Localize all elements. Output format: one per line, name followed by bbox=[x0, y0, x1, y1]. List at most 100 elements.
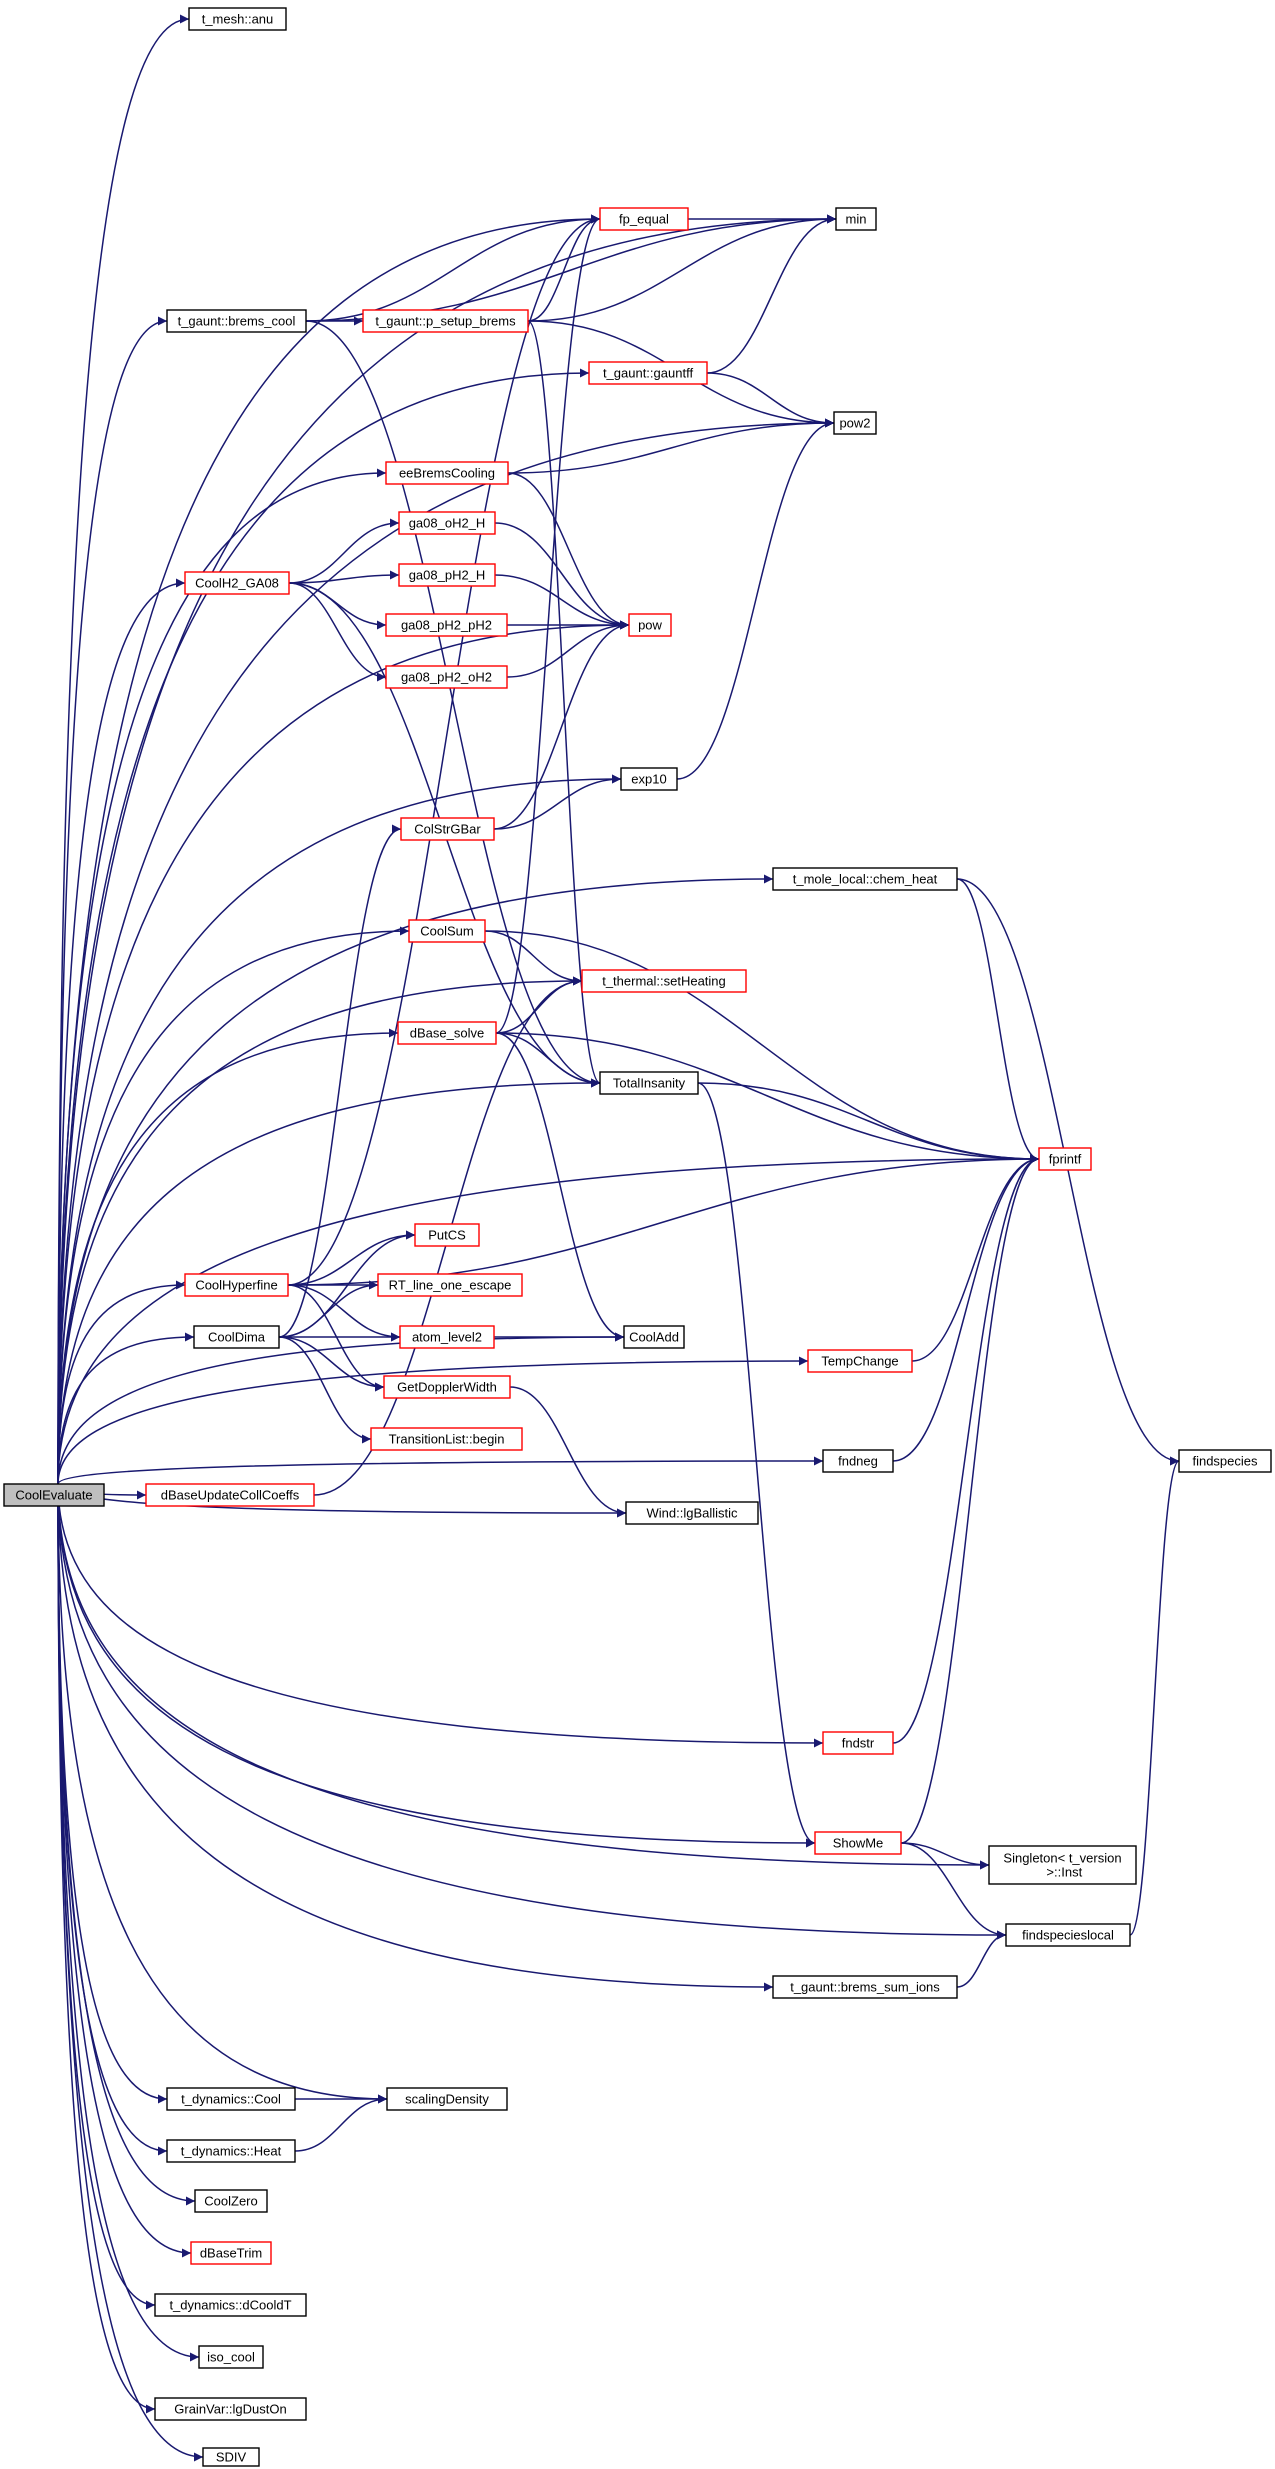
edge-cool_evaluate-to-t_gaunt_brems_cool bbox=[57, 316, 168, 1485]
node-ga08-ph2-h[interactable]: ga08_pH2_H bbox=[398, 563, 496, 587]
node-set-heating[interactable]: t_thermal::setHeating bbox=[581, 969, 747, 993]
edge-t_gaunt_p_setup_brems-to-min bbox=[527, 214, 837, 322]
node-total-insanity[interactable]: TotalInsanity bbox=[599, 1071, 699, 1095]
edge-cool_hyperfine-to-get_doppler_width bbox=[287, 1284, 385, 1392]
node-label: ga08_pH2_oH2 bbox=[401, 670, 492, 685]
edge-cool_evaluate-to-dbase_solve bbox=[57, 1028, 399, 1485]
node-t-dynamics-heat[interactable]: t_dynamics::Heat bbox=[166, 2139, 296, 2163]
node-scaling-density[interactable]: scalingDensity bbox=[386, 2087, 508, 2111]
edge-cool_evaluate-to-cool_sum bbox=[57, 926, 410, 1485]
node-findspecieslocal[interactable]: findspecieslocal bbox=[1005, 1923, 1131, 1947]
node-box bbox=[190, 2241, 272, 2265]
node-label: CoolDima bbox=[208, 1330, 266, 1345]
node-t-gaunt-gauntff[interactable]: t_gaunt::gauntff bbox=[588, 361, 708, 385]
node-label: CoolSum bbox=[420, 924, 473, 939]
edge-cool_sum-to-set_heating bbox=[484, 930, 583, 986]
edge-cool_evaluate-to-total_insanity bbox=[57, 1078, 601, 1485]
node-box bbox=[772, 867, 958, 891]
node-label: CoolEvaluate bbox=[15, 1488, 92, 1503]
node-t-dynamics-cool[interactable]: t_dynamics::Cool bbox=[166, 2087, 296, 2111]
node-label: Singleton< t_version >::Inst bbox=[1003, 1851, 1121, 1880]
node-cool-add[interactable]: CoolAdd bbox=[623, 1325, 685, 1349]
node-t-gaunt-brems-cool[interactable]: t_gaunt::brems_cool bbox=[166, 309, 307, 333]
node-rt-line-one-escape[interactable]: RT_line_one_escape bbox=[377, 1273, 523, 1297]
node-transition-list-begin[interactable]: TransitionList::begin bbox=[370, 1427, 523, 1451]
edge-cool_dima-to-rt_line_one_escape bbox=[278, 1280, 379, 1338]
node-label: pow bbox=[638, 618, 662, 633]
node-box bbox=[408, 919, 486, 943]
node-label: findspecies bbox=[1192, 1454, 1258, 1469]
node-cool-zero[interactable]: CoolZero bbox=[194, 2189, 268, 2213]
node-label: pow2 bbox=[839, 416, 870, 431]
node-label: exp10 bbox=[631, 772, 666, 787]
node-box bbox=[385, 665, 508, 689]
node-pow[interactable]: pow bbox=[628, 613, 672, 637]
node-fndstr[interactable]: fndstr bbox=[822, 1731, 894, 1755]
node-min[interactable]: min bbox=[835, 207, 877, 231]
node-dbase-solve[interactable]: dBase_solve bbox=[397, 1021, 497, 1045]
node-ga08-ph2-ph2[interactable]: ga08_pH2_pH2 bbox=[385, 613, 508, 637]
node-put-cs[interactable]: PutCS bbox=[414, 1223, 480, 1247]
node-ee-brems-cooling[interactable]: eeBremsCooling bbox=[385, 461, 509, 485]
node-cool-dima[interactable]: CoolDima bbox=[193, 1325, 280, 1349]
node-box bbox=[588, 361, 708, 385]
node-box bbox=[377, 1273, 523, 1297]
node-coolh2-ga08[interactable]: CoolH2_GA08 bbox=[184, 571, 290, 595]
node-t-mesh-anu[interactable]: t_mesh::anu bbox=[188, 7, 287, 31]
node-ga08-oh2-h[interactable]: ga08_oH2_H bbox=[398, 511, 496, 535]
node-cool-evaluate[interactable]: CoolEvaluate bbox=[3, 1483, 105, 1507]
edge-cool_sum-to-fprintf bbox=[484, 930, 1040, 1164]
node-fndneg[interactable]: fndneg bbox=[822, 1449, 894, 1473]
edge-cool_evaluate-to-t_gaunt_gauntff bbox=[57, 368, 590, 1485]
node-singleton-inst[interactable]: Singleton< t_version >::Inst bbox=[988, 1845, 1137, 1885]
node-temp-change[interactable]: TempChange bbox=[807, 1349, 913, 1373]
node-colstr-gbar[interactable]: ColStrGBar bbox=[400, 817, 495, 841]
node-chem-heat[interactable]: t_mole_local::chem_heat bbox=[772, 867, 958, 891]
node-t-gaunt-p-setup-brems[interactable]: t_gaunt::p_setup_brems bbox=[362, 309, 529, 333]
node-iso-cool[interactable]: iso_cool bbox=[198, 2345, 264, 2369]
edge-show_me-to-singleton_inst bbox=[900, 1842, 990, 1870]
node-exp10[interactable]: exp10 bbox=[620, 767, 678, 791]
node-label: fndstr bbox=[842, 1736, 875, 1751]
node-atom-level2[interactable]: atom_level2 bbox=[399, 1325, 495, 1349]
edge-cool_evaluate-to-sdiv bbox=[57, 1483, 204, 2462]
node-fp-equal[interactable]: fp_equal bbox=[599, 207, 689, 231]
node-get-doppler-width[interactable]: GetDopplerWidth bbox=[383, 1375, 511, 1399]
node-box bbox=[166, 309, 307, 333]
node-findspecies[interactable]: findspecies bbox=[1178, 1449, 1272, 1473]
node-cool-sum[interactable]: CoolSum bbox=[408, 919, 486, 943]
node-label: TotalInsanity bbox=[613, 1076, 686, 1091]
node-label: dBase_solve bbox=[410, 1026, 484, 1041]
edge-cool_evaluate-to-fprintf bbox=[57, 1154, 1040, 1485]
node-wind-lg-ballistic[interactable]: Wind::lgBallistic bbox=[625, 1501, 759, 1525]
node-box bbox=[194, 2189, 268, 2213]
node-box bbox=[399, 1325, 495, 1349]
edge-cool_evaluate-to-fndneg bbox=[57, 1456, 824, 1485]
node-label: dBaseTrim bbox=[200, 2246, 262, 2261]
node-pow2[interactable]: pow2 bbox=[833, 411, 877, 435]
node-cool-hyperfine[interactable]: CoolHyperfine bbox=[184, 1273, 289, 1297]
node-box bbox=[822, 1731, 894, 1755]
node-box bbox=[398, 511, 496, 535]
node-label: CoolH2_GA08 bbox=[195, 576, 279, 591]
edge-chem_heat-to-fprintf bbox=[956, 878, 1040, 1164]
node-sdiv[interactable]: SDIV bbox=[202, 2447, 260, 2467]
node-label: eeBremsCooling bbox=[399, 466, 495, 481]
node-show-me[interactable]: ShowMe bbox=[814, 1831, 902, 1855]
node-label: fp_equal bbox=[619, 212, 669, 227]
node-grainvar-lg-dust-on[interactable]: GrainVar::lgDustOn bbox=[154, 2397, 307, 2421]
node-brems-sum-ions[interactable]: t_gaunt::brems_sum_ions bbox=[772, 1975, 958, 1999]
node-ga08-ph2-oh2[interactable]: ga08_pH2_oH2 bbox=[385, 665, 508, 689]
node-label: fndneg bbox=[838, 1454, 878, 1469]
node-box bbox=[822, 1449, 894, 1473]
node-box bbox=[154, 2397, 307, 2421]
edge-ga08_oh2_h-to-pow bbox=[494, 522, 630, 630]
node-box bbox=[835, 207, 877, 231]
node-dbase-update-coll-coeffs[interactable]: dBaseUpdateCollCoeffs bbox=[145, 1483, 315, 1507]
node-dbase-trim[interactable]: dBaseTrim bbox=[190, 2241, 272, 2265]
edge-cool_evaluate-to-chem_heat bbox=[57, 874, 774, 1485]
node-box bbox=[400, 817, 495, 841]
node-box bbox=[370, 1427, 523, 1451]
node-t-dynamics-dcooldt[interactable]: t_dynamics::dCooldT bbox=[154, 2293, 307, 2317]
node-fprintf[interactable]: fprintf bbox=[1038, 1147, 1092, 1171]
